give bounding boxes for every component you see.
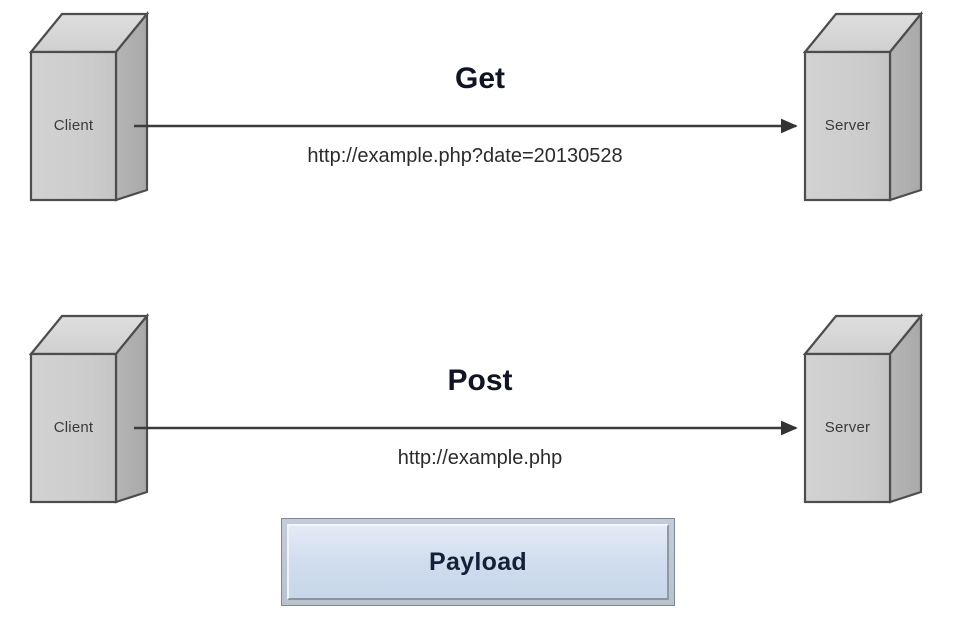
client-cube-front-face-post <box>29 352 118 504</box>
url-label-get: http://example.php?date=20130528 <box>307 145 623 167</box>
server-cube-front-face-get <box>803 50 892 202</box>
server-node-get <box>802 10 924 202</box>
payload-box[interactable]: Payload <box>281 518 675 606</box>
client-label-post: Client <box>53 419 94 436</box>
payload-label: Payload <box>429 547 527 576</box>
client-cube-front-face-get <box>29 50 118 202</box>
url-label-post: http://example.php <box>397 447 563 469</box>
payload-box-inner: Payload <box>287 524 669 600</box>
method-label-post: Post <box>447 364 513 397</box>
server-label-get: Server <box>824 117 871 134</box>
client-label-get: Client <box>53 117 94 134</box>
server-label-post: Server <box>824 419 871 436</box>
server-node-post <box>802 312 924 504</box>
server-cube-front-face-post <box>803 352 892 504</box>
method-label-get: Get <box>454 62 505 95</box>
client-node-get <box>28 10 150 202</box>
client-node-post <box>28 312 150 504</box>
